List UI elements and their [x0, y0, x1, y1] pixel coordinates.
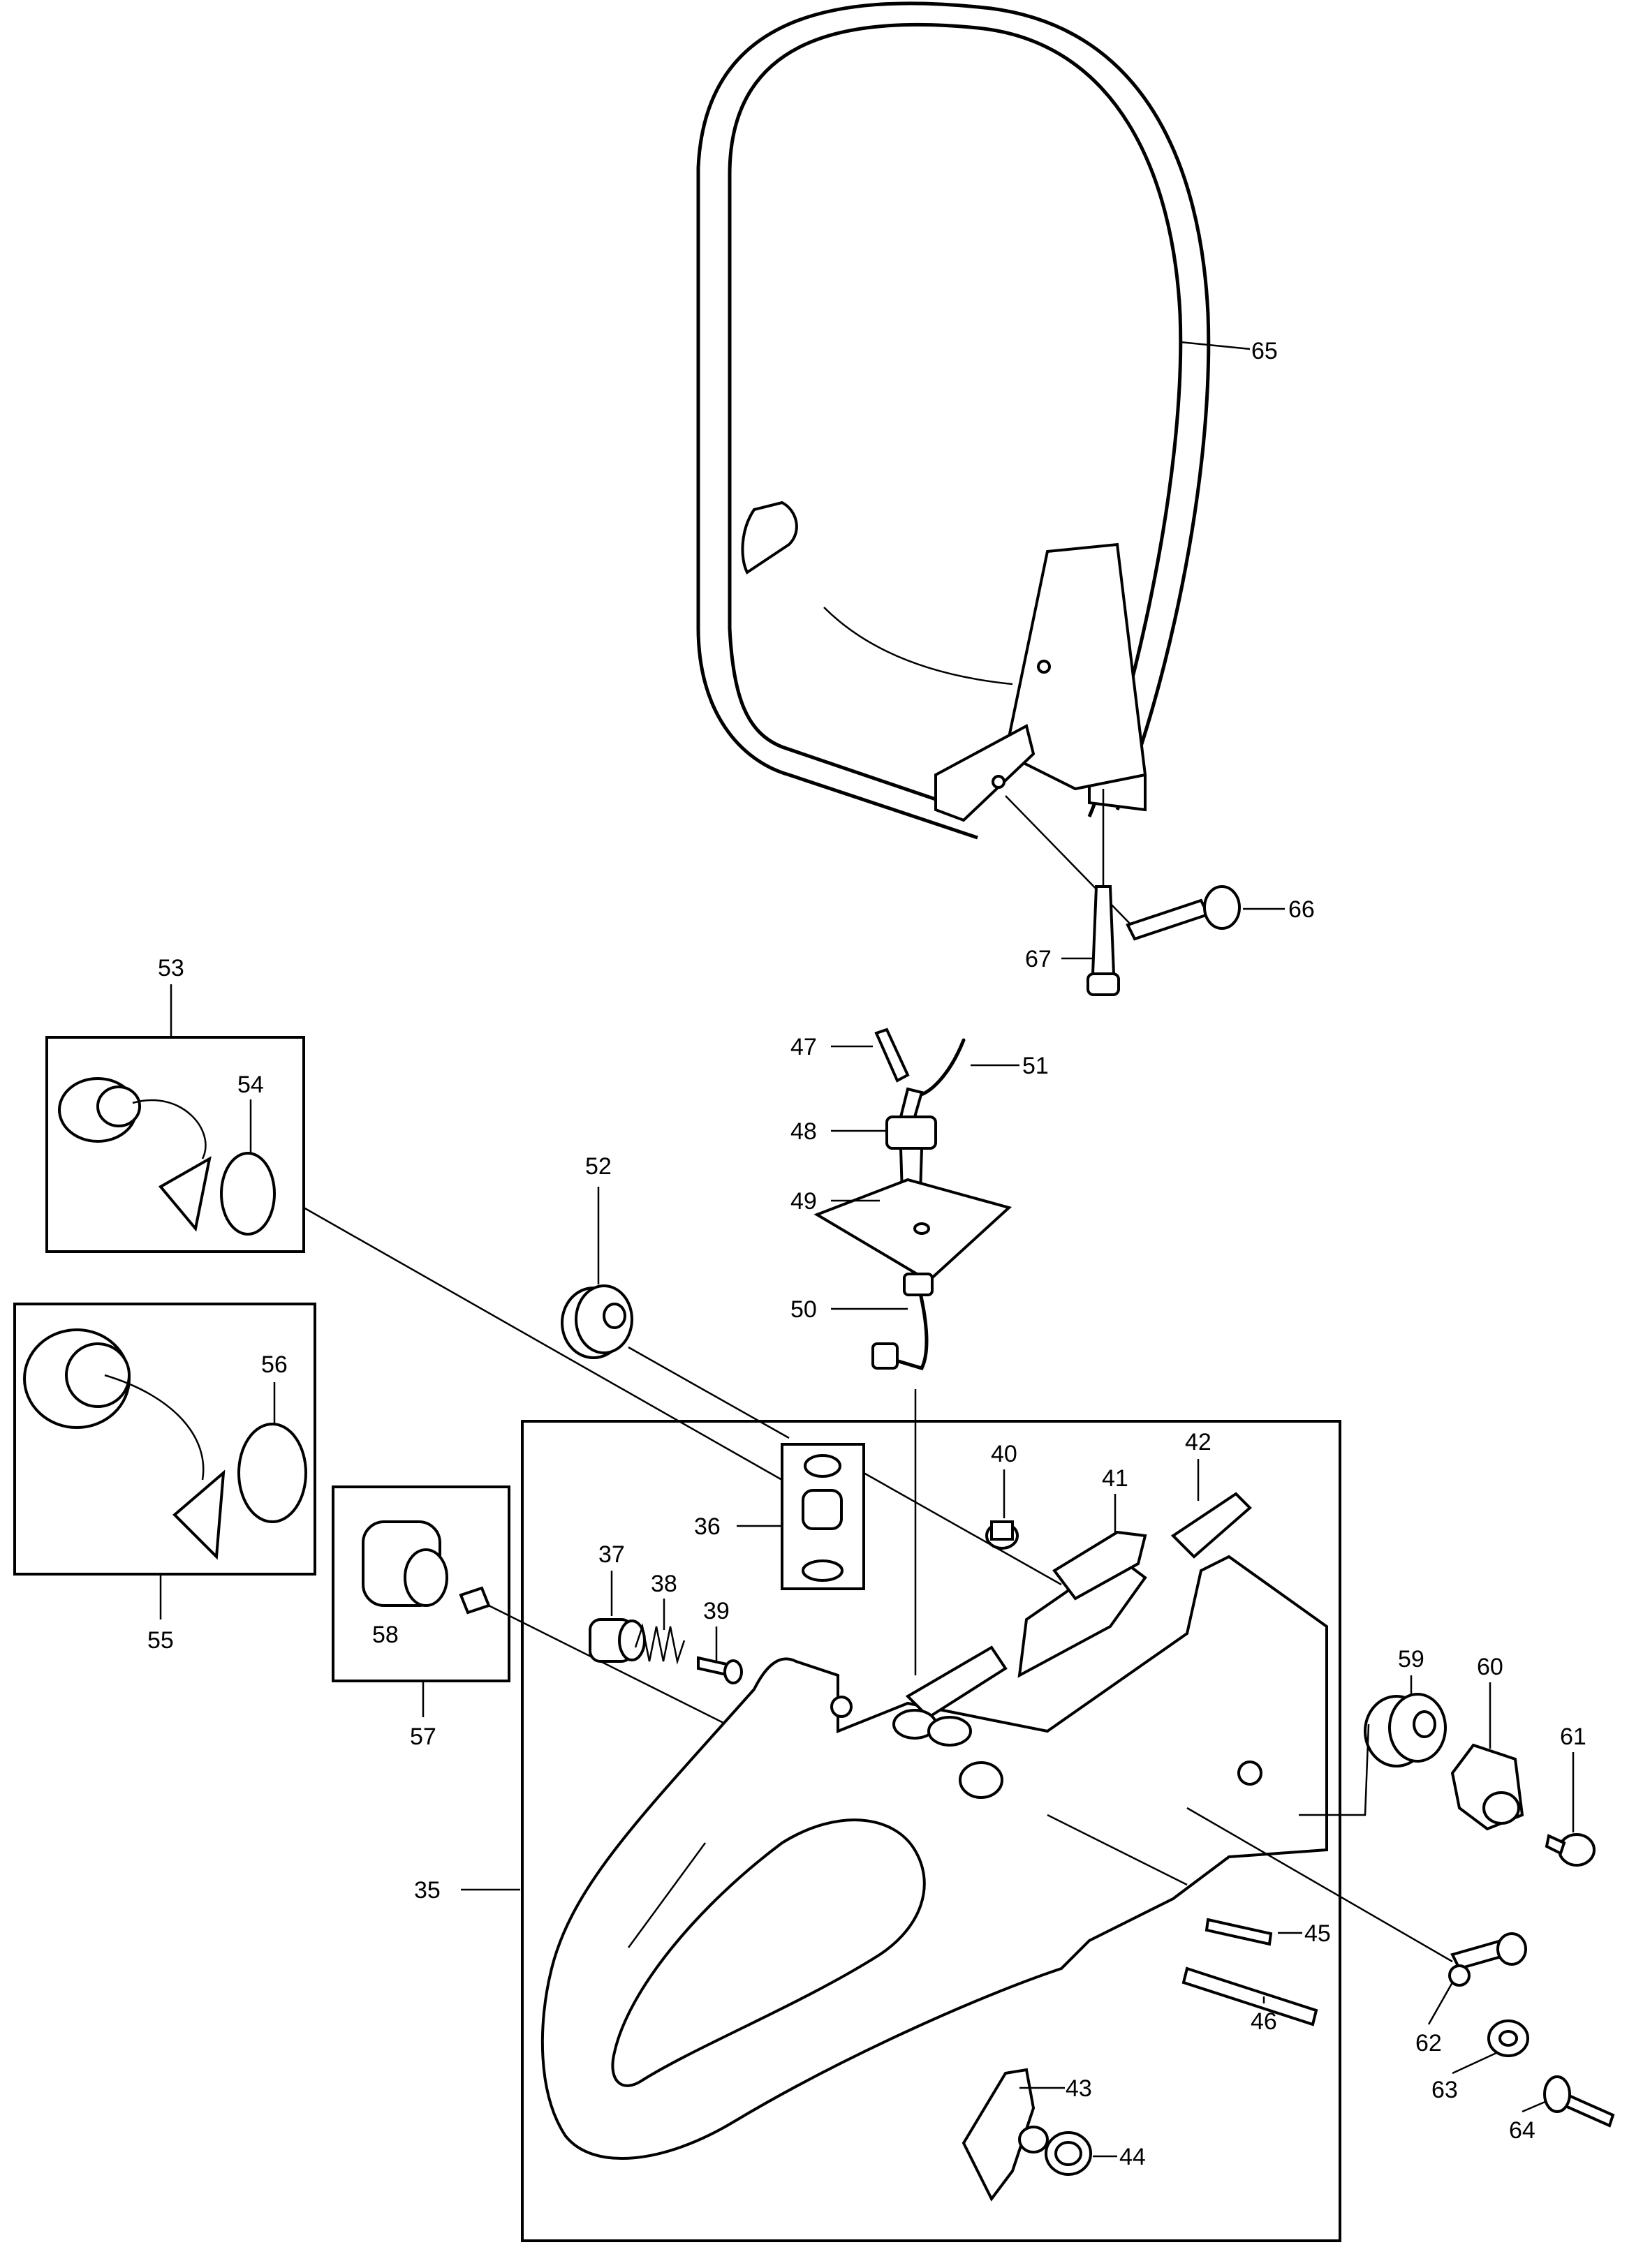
callout-50: 50 [790, 1296, 817, 1323]
o-ring-56 [237, 1423, 307, 1523]
adjuster-62 [1448, 1932, 1527, 1987]
lever-41 [1052, 1530, 1147, 1601]
kit-box-36 [781, 1443, 865, 1590]
callout-40: 40 [991, 1441, 1017, 1467]
callout-58: 58 [372, 1622, 399, 1648]
callout-60: 60 [1477, 1654, 1503, 1680]
callout-45: 45 [1304, 1920, 1331, 1947]
callout-35: 35 [414, 1877, 441, 1904]
callout-52: 52 [585, 1153, 612, 1180]
oil-cap-small [58, 1077, 212, 1232]
kit-box-53 [45, 1036, 305, 1253]
front-handle-bar [696, 1, 1211, 840]
guard-43 [962, 2068, 1049, 2202]
callout-41: 41 [1102, 1465, 1128, 1492]
callout-59: 59 [1398, 1646, 1424, 1673]
callout-38: 38 [651, 1571, 677, 1597]
callout-55: 55 [147, 1627, 174, 1654]
leader-62 [1427, 1982, 1454, 2025]
screw-67 [1087, 885, 1120, 996]
leader-64 [1522, 2100, 1547, 2113]
callout-36: 36 [694, 1513, 721, 1540]
knob-60 [1450, 1743, 1524, 1831]
fuel-cap-large [23, 1328, 226, 1560]
screw-64 [1543, 2075, 1615, 2128]
callout-64: 64 [1509, 2117, 1535, 2144]
callout-51: 51 [1022, 1053, 1049, 1079]
o-ring-54 [220, 1152, 276, 1236]
filter-58 [362, 1520, 491, 1615]
callout-65: 65 [1251, 338, 1278, 364]
leader-58-axis [488, 1604, 755, 1740]
leader-53-axis [303, 1206, 783, 1481]
damper-kit-36 [802, 1454, 844, 1582]
collar-37 [589, 1618, 646, 1663]
leader-65 [1179, 341, 1251, 350]
callout-62: 62 [1415, 2030, 1442, 2056]
screw-66 [1126, 885, 1241, 941]
pipe-47 [874, 1028, 910, 1083]
hose-51 [913, 1038, 966, 1098]
leader-62-axis [1186, 1807, 1453, 1963]
kit-box-55 [13, 1303, 316, 1576]
leader-36-axis [863, 1472, 1062, 1586]
pipe-50 [871, 1273, 934, 1370]
leader-59-axis [1299, 1724, 1370, 1816]
callout-44: 44 [1119, 2144, 1146, 2170]
spring-38 [634, 1623, 686, 1665]
damper-59 [1364, 1693, 1447, 1767]
leader-52-axis [628, 1346, 790, 1439]
callout-37: 37 [598, 1541, 625, 1568]
clip-42 [1170, 1492, 1252, 1559]
callout-39: 39 [703, 1598, 730, 1624]
washer-63 [1487, 2019, 1529, 2057]
callout-57: 57 [410, 1724, 436, 1750]
pin-39 [697, 1656, 743, 1684]
callout-56: 56 [261, 1351, 288, 1378]
callout-61: 61 [1560, 1724, 1586, 1750]
callout-49: 49 [790, 1188, 817, 1215]
callout-46: 46 [1251, 2008, 1277, 2035]
callout-labels: 65 66 67 53 54 47 51 48 52 49 50 56 40 4… [147, 338, 1586, 2170]
callout-53: 53 [158, 955, 184, 981]
rear-handle-housing [540, 1555, 1328, 2160]
pin-45 [1205, 1918, 1273, 1946]
kit-box-57 [332, 1485, 510, 1682]
callout-63: 63 [1431, 2077, 1458, 2103]
callout-43: 43 [1066, 2075, 1092, 2102]
callout-54: 54 [237, 1072, 264, 1098]
plate-49 [813, 1178, 1012, 1283]
pin-46 [1181, 1966, 1318, 2026]
screw-61 [1545, 1833, 1596, 1867]
assembly-box-35 [521, 1420, 1341, 2242]
callout-48: 48 [790, 1118, 817, 1145]
callout-47: 47 [790, 1034, 817, 1060]
spring-44 [1045, 2131, 1092, 2176]
damper-52 [561, 1284, 633, 1359]
valve-48 [885, 1087, 937, 1195]
bushing-40 [985, 1520, 1019, 1550]
callout-42: 42 [1185, 1429, 1211, 1455]
callout-67: 67 [1025, 946, 1052, 972]
leader-63 [1452, 2051, 1498, 2075]
callout-66: 66 [1288, 896, 1315, 923]
